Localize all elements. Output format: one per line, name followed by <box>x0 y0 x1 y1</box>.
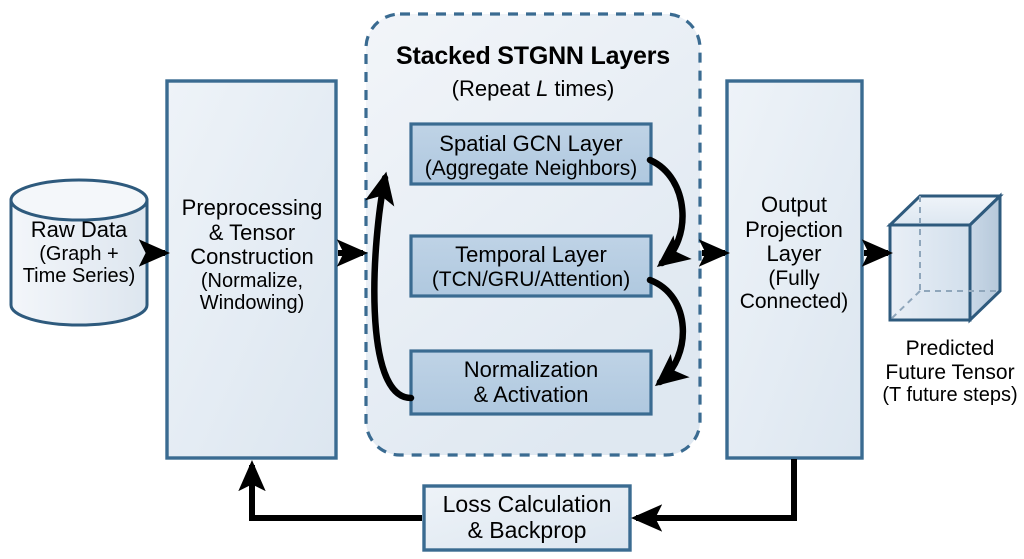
arrow-gcn-to-temporal <box>646 156 692 267</box>
predicted-tensor-line3: (T future steps) <box>882 384 1018 407</box>
spatial-gcn-line1: Spatial GCN Layer <box>439 131 623 156</box>
output-projection-box-shape <box>725 79 864 460</box>
preprocessing-line1: Preprocessing <box>181 195 323 220</box>
stgnn-subtitle-pre: (Repeat <box>451 76 537 101</box>
preprocessing-line5: Windowing) <box>199 292 305 315</box>
output-projection-line3: Layer <box>766 241 822 267</box>
loss-label: Loss Calculation & Backprop <box>424 491 630 544</box>
spatial-gcn-line2: (Aggregate Neighbors) <box>424 156 638 180</box>
normalization-box-shape <box>409 349 653 416</box>
normalization-line1: Normalization <box>463 357 599 382</box>
temporal-box-shape <box>409 234 653 298</box>
spatial-gcn-box-shape <box>409 122 653 186</box>
arrow-norm-to-gcn <box>365 171 415 402</box>
temporal-line2: (TCN/GRU/Attention) <box>431 267 631 291</box>
loss-box-shape <box>422 484 632 552</box>
stgnn-subtitle-italic: L <box>536 76 549 101</box>
predicted-tensor-label: Predicted Future Tensor (T future steps) <box>878 337 1022 406</box>
arrow-output-to-loss <box>631 459 797 532</box>
stgnn-container-subtitle: (Repeat L times) <box>366 76 700 102</box>
normalization-line2: & Activation <box>473 381 589 407</box>
loss-line1: Loss Calculation <box>442 491 612 517</box>
output-projection-label: Output Projection Layer (Fully Connected… <box>726 192 862 314</box>
loss-line2: & Backprop <box>467 516 587 543</box>
arrow-loss-to-preprocessing <box>238 460 422 521</box>
raw-data-label: Raw Data (Graph + Time Series) <box>8 217 150 288</box>
predicted-tensor-line1: Predicted <box>905 337 995 360</box>
temporal-line1: Temporal Layer <box>455 242 607 267</box>
preprocessing-line2: & Tensor <box>208 219 296 245</box>
predicted-tensor-line2: Future Tensor <box>885 360 1015 384</box>
preprocessing-line3: Construction <box>190 244 314 270</box>
raw-data-line2: (Graph + <box>39 242 119 265</box>
preprocessing-box-shape <box>165 79 338 460</box>
raw-data-line3: Time Series) <box>22 265 136 288</box>
spatial-gcn-label: Spatial GCN Layer (Aggregate Neighbors) <box>412 131 650 180</box>
arrow-temporal-to-norm <box>646 276 690 387</box>
output-projection-line2: Projection <box>745 216 843 242</box>
raw-data-line1: Raw Data <box>30 217 128 242</box>
preprocessing-label: Preprocessing & Tensor Construction (Nor… <box>166 195 338 315</box>
output-projection-line1: Output <box>760 192 828 217</box>
stgnn-subtitle-post: times) <box>548 76 615 101</box>
output-projection-line5: Connected) <box>739 290 849 314</box>
stgnn-container-title: Stacked STGNN Layers <box>396 42 670 70</box>
predicted-tensor-cube-shape <box>886 192 1004 324</box>
normalization-label: Normalization & Activation <box>412 357 650 407</box>
output-projection-line4: (Fully <box>768 266 820 290</box>
temporal-label: Temporal Layer (TCN/GRU/Attention) <box>412 242 650 291</box>
preprocessing-line4: (Normalize, <box>200 269 304 292</box>
raw-data-cylinder-shape <box>9 178 149 327</box>
